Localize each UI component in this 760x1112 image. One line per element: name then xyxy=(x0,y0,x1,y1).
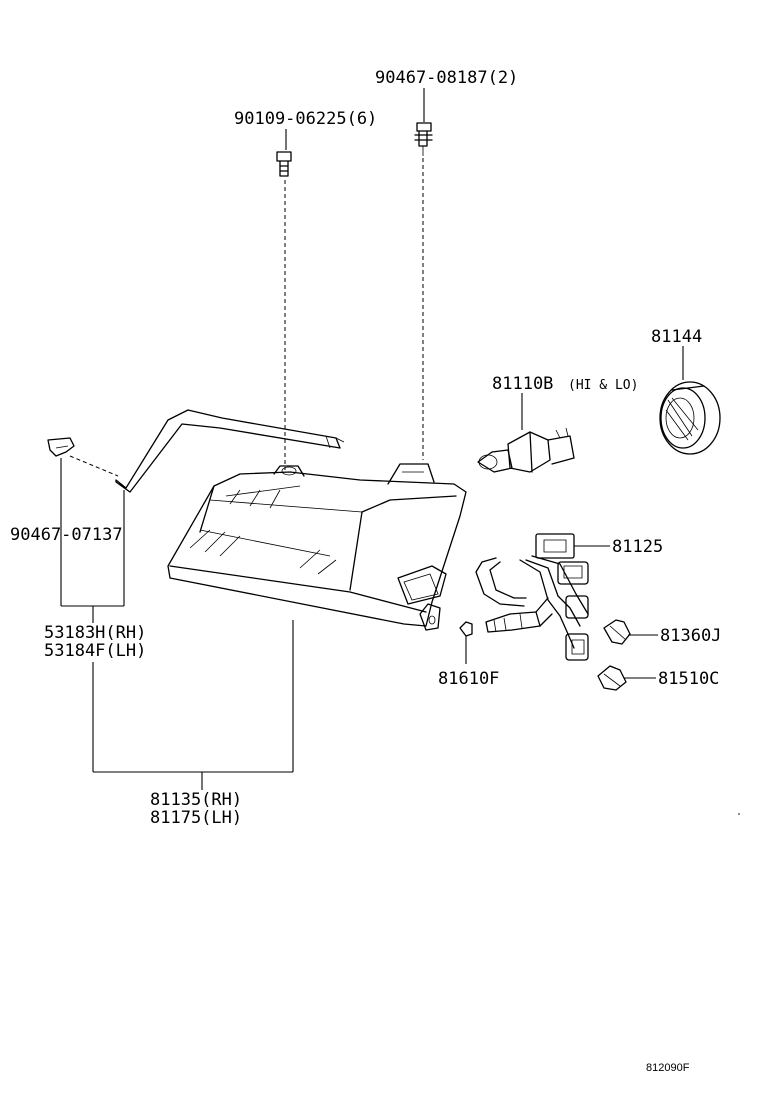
figure-reference: 812090F xyxy=(646,1062,690,1074)
label-bracket-rh: 53183H(RH) xyxy=(44,623,146,643)
label-screw-90109-06225: 90109-06225(6) xyxy=(234,109,377,129)
headlamp-unit-81135-81175[interactable] xyxy=(167,463,467,631)
leader-clip xyxy=(69,455,119,477)
label-headlamp-lh: 81175(LH) xyxy=(150,808,242,828)
socket-cover-81144[interactable] xyxy=(659,381,721,455)
label-bulb-81610f: 81610F xyxy=(438,669,499,689)
label-bulb-81360j: 81360J xyxy=(660,626,721,646)
label-headlamp-bulb-81110b: 81110B xyxy=(492,374,553,394)
bulb-81510c[interactable] xyxy=(597,665,627,691)
bulb-81610f[interactable] xyxy=(459,621,473,637)
label-wire-harness-81125: 81125 xyxy=(612,537,663,557)
label-headlamp-rh: 81135(RH) xyxy=(150,790,242,810)
label-bolt-90467-08187: 90467-08187(2) xyxy=(375,68,518,88)
speck xyxy=(738,813,740,815)
label-bracket-lh: 53184F(LH) xyxy=(44,641,146,661)
bracket-53183h-53184f[interactable] xyxy=(115,409,345,493)
label-clip-90467-07137: 90467-07137 xyxy=(10,525,123,545)
label-bulb-81510c: 81510C xyxy=(658,669,719,689)
label-socket-cover-81144: 81144 xyxy=(651,327,702,347)
wire-harness-81125[interactable] xyxy=(475,533,589,661)
screw-90109-06225[interactable] xyxy=(276,151,292,177)
label-headlamp-bulb-note: (HI & LO) xyxy=(568,378,638,393)
bolt-90467-08187[interactable] xyxy=(414,122,433,156)
headlamp-bulb-81110b[interactable] xyxy=(477,427,575,473)
bulb-81360j[interactable] xyxy=(603,619,631,645)
clip-90467-07137[interactable] xyxy=(47,437,75,457)
